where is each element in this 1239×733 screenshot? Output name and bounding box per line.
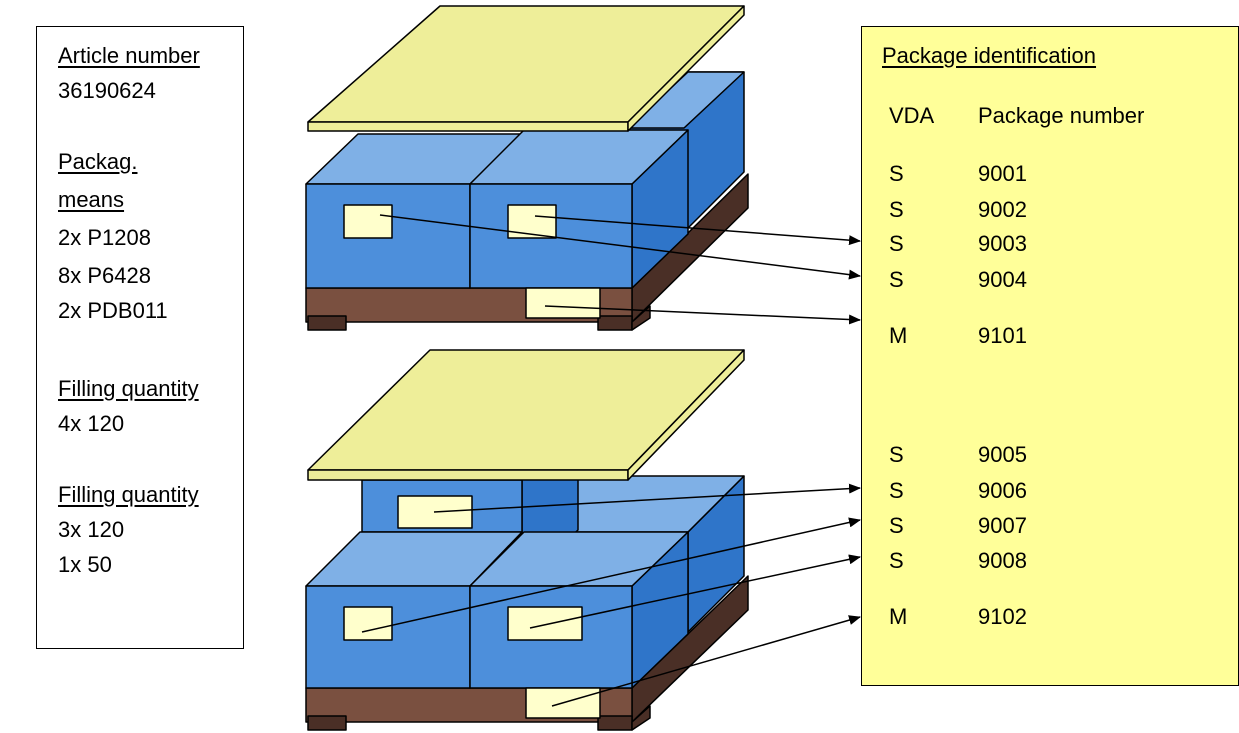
bottom-pallet-assembly [305, 349, 749, 731]
package-number-cell: 9007 [978, 513, 1027, 538]
connector-arrow [379, 214, 861, 280]
package-identification-panel: Package identification VDA Package numbe… [861, 26, 1239, 686]
package-number-cell: 9002 [978, 197, 1027, 222]
packaging-item: 8x P6428 [58, 263, 151, 288]
connector-arrow [361, 517, 861, 633]
vda-cell: S [889, 513, 904, 538]
connector-arrow [534, 215, 861, 246]
packaging-means-heading-line1: Packag. [58, 149, 138, 174]
vda-cell: M [889, 604, 908, 629]
package-number-cell: 9005 [978, 442, 1027, 467]
article-number-heading: Article number [58, 43, 200, 68]
connector-arrow [529, 554, 861, 629]
vda-cell: S [889, 267, 904, 292]
pallet-label [525, 287, 601, 319]
connector-arrow [551, 615, 861, 707]
package-number-cell: 9006 [978, 478, 1027, 503]
vda-cell: S [889, 197, 904, 222]
package-label [343, 606, 393, 641]
filling-quantity-heading-1: Filling quantity [58, 376, 199, 401]
package-number-cell: 9001 [978, 161, 1027, 186]
top-pallet-lid [307, 5, 745, 132]
package-number-cell: 9102 [978, 604, 1027, 629]
packaging-means-heading-line2: means [58, 187, 125, 212]
vda-cell: S [889, 161, 904, 186]
package-number-cell: 9004 [978, 267, 1027, 292]
connector-arrow [433, 483, 861, 513]
filling-quantity-item: 4x 120 [58, 411, 125, 436]
article-info-panel: Article number 36190624 Packag. means 2x… [36, 26, 244, 649]
vda-cell: S [889, 548, 904, 573]
connector-arrow [544, 305, 861, 325]
package-label [507, 606, 583, 641]
package-number-cell: 9008 [978, 548, 1027, 573]
filling-quantity-item: 3x 120 [58, 517, 125, 542]
package-number-cell: 9101 [978, 323, 1027, 348]
top-pallet-assembly [305, 5, 749, 331]
vda-cell: S [889, 231, 904, 256]
article-number-value: 36190624 [58, 78, 156, 103]
packaging-item: 2x PDB011 [58, 298, 168, 323]
vda-cell: S [889, 442, 904, 467]
package-label [343, 204, 393, 239]
packaging-item: 2x P1208 [58, 225, 151, 250]
vda-column-header: VDA [889, 103, 935, 128]
package-identification-heading: Package identification [882, 43, 1097, 68]
bottom-pallet-lid [307, 349, 745, 481]
filling-quantity-heading-2: Filling quantity [58, 482, 199, 507]
top-pallet-box-front-right [469, 129, 689, 289]
package-number-cell: 9003 [978, 231, 1027, 256]
package-number-column-header: Package number [978, 103, 1145, 128]
vda-cell: S [889, 478, 904, 503]
package-label [507, 204, 557, 239]
vda-cell: M [889, 323, 908, 348]
filling-quantity-item: 1x 50 [58, 552, 112, 577]
